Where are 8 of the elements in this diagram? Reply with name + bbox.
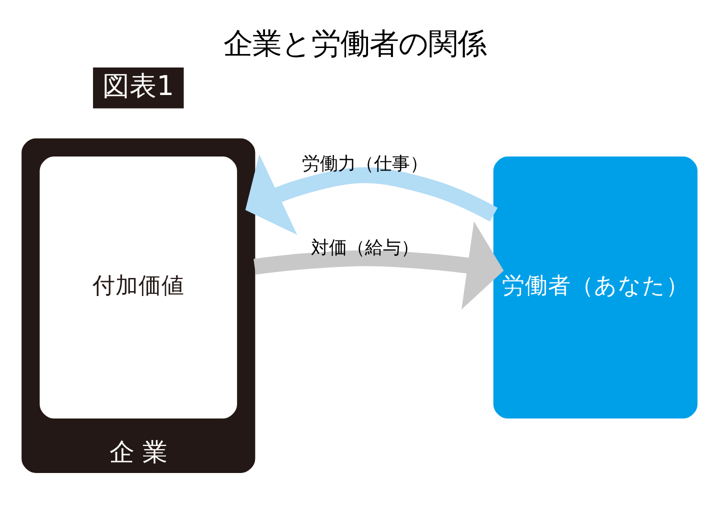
diagram-title: 企業と労働者の関係 — [224, 26, 486, 60]
label: 図表1 — [102, 70, 174, 102]
arrow — [254, 220, 504, 310]
node-box: 付加価値 — [40, 156, 238, 418]
edge-label: 労働力（仕事） — [302, 152, 428, 174]
node-box: 労働者（あなた） — [493, 156, 698, 418]
arrow — [245, 154, 498, 234]
edge-label: 対価（給与） — [311, 236, 420, 258]
